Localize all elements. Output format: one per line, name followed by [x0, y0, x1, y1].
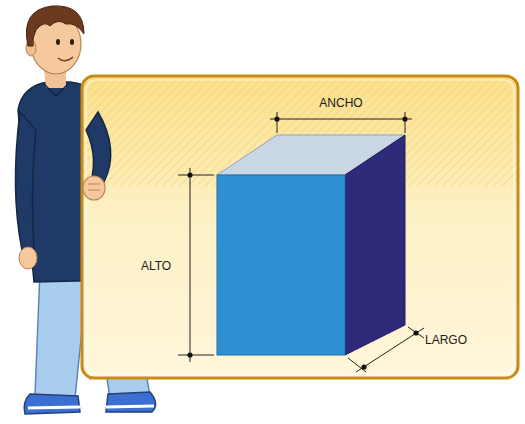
height-label: ALTO — [139, 259, 173, 273]
width-label: ANCHO — [317, 96, 364, 110]
dimension-dots — [187, 116, 418, 369]
dimension-lines — [178, 112, 424, 372]
boy-hand — [83, 112, 111, 200]
board — [82, 76, 518, 378]
length-label: LARGO — [423, 333, 469, 347]
rectangular-prism — [217, 135, 405, 355]
